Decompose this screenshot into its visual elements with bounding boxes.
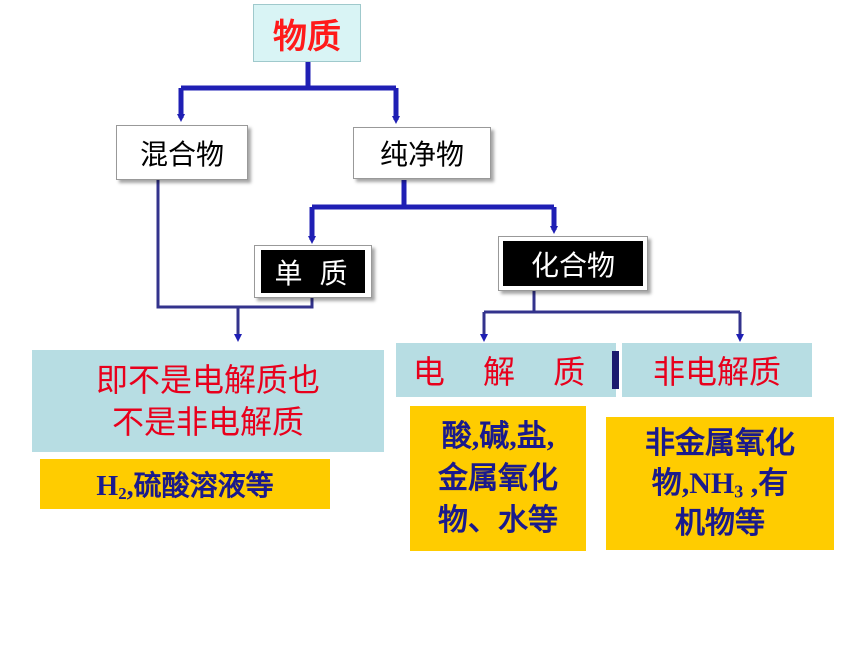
pure-label: 纯净物 xyxy=(379,138,464,171)
divider-bar xyxy=(612,351,619,389)
neither-line-1: 即不是电解质也 xyxy=(95,361,320,399)
compound-connector xyxy=(484,291,740,314)
h-symbol: H xyxy=(96,471,119,502)
electrolyte-examples-line-2: 金属氧化 xyxy=(438,461,558,495)
node-pure-substance: 纯净物 xyxy=(353,127,491,179)
nonelectrolyte-examples-line-3: 机物等 xyxy=(675,506,765,540)
nonelectrolyte-examples-line-2-rest: ,有 xyxy=(743,466,789,500)
node-element: 单 质 xyxy=(254,245,372,298)
mixture-label: 混合物 xyxy=(139,137,224,171)
pure-branch-line xyxy=(312,180,554,210)
neither-examples-text: H2,硫酸溶液等 xyxy=(96,464,273,504)
node-electrolyte: 电 解 质 xyxy=(396,343,616,397)
root-node-matter: 物质 xyxy=(253,4,361,62)
electrolyte-examples-line-3: 物、水等 xyxy=(438,503,558,537)
nonelectrolyte-label: 非电解质 xyxy=(652,353,781,391)
root-label: 物质 xyxy=(273,16,341,57)
neither-examples-rest: ,硫酸溶液等 xyxy=(126,471,274,502)
electrolyte-examples: 酸,碱,盐, 金属氧化 物、水等 xyxy=(410,406,586,551)
nonelectrolyte-examples-line-2: 物,NH3 ,有 xyxy=(652,464,789,504)
element-label: 单 质 xyxy=(261,250,365,293)
neither-line-2: 不是非电解质 xyxy=(111,403,304,441)
nh-subscript: 3 xyxy=(734,481,744,501)
node-compound: 化合物 xyxy=(498,236,648,291)
node-neither: 即不是电解质也 不是非电解质 xyxy=(32,350,384,452)
nonelectrolyte-examples: 非金属氧化 物,NH3 ,有 机物等 xyxy=(606,417,834,550)
electrolyte-label: 电 解 质 xyxy=(412,353,600,391)
mixture-connector xyxy=(156,180,238,309)
node-mixture: 混合物 xyxy=(116,125,248,180)
root-branch-line xyxy=(181,62,396,91)
nh-symbol: 物,NH xyxy=(651,466,735,500)
compound-label: 化合物 xyxy=(503,241,643,286)
element-connector xyxy=(238,298,314,309)
electrolyte-examples-line-1: 酸,碱,盐, xyxy=(441,419,555,453)
neither-examples: H2,硫酸溶液等 xyxy=(40,459,330,509)
node-nonelectrolyte: 非电解质 xyxy=(622,343,812,397)
h-subscript: 2 xyxy=(118,484,127,504)
nonelectrolyte-examples-line-1: 非金属氧化 xyxy=(645,426,795,460)
